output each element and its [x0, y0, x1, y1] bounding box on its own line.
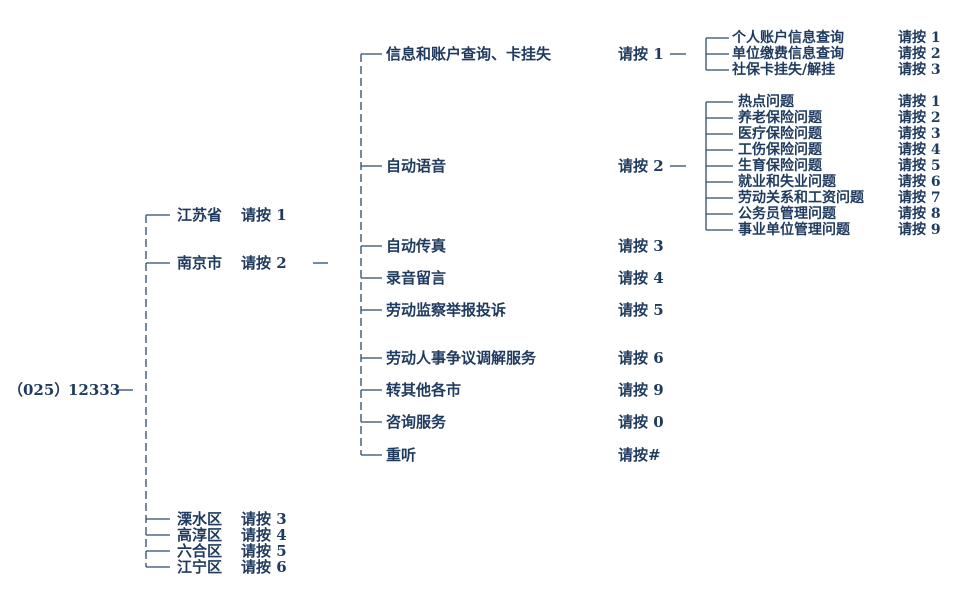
level3-voice-press: 请按 7 — [898, 190, 941, 206]
level2-item-press: 请按 9 — [618, 381, 664, 399]
level3-info-press: 请按 1 — [898, 30, 941, 46]
root-area-code: （025） — [8, 381, 70, 399]
level2-item-name: 转其他各市 — [386, 381, 462, 399]
level3-voice-name: 劳动关系和工资问题 — [738, 190, 864, 206]
level1-item-press: 请按 2 — [241, 254, 287, 272]
level2-item-name: 自动传真 — [386, 237, 447, 255]
level3-voice-press: 请按 1 — [898, 94, 941, 110]
level1-item-press: 请按 6 — [241, 558, 287, 576]
level1-item-name: 高淳区 — [177, 526, 223, 544]
level1-item-press: 请按 1 — [241, 206, 287, 224]
level1-item-name: 六合区 — [177, 542, 223, 560]
level3-info-name: 单位缴费信息查询 — [732, 46, 844, 62]
level2-item-name: 劳动监察举报投诉 — [386, 301, 507, 319]
level3-voice-press: 请按 6 — [898, 174, 941, 190]
level3-voice-press: 请按 4 — [898, 142, 941, 158]
level3-voice-name: 医疗保险问题 — [738, 126, 822, 142]
level2-item-press: 请按 6 — [618, 349, 664, 367]
level2-item-press: 请按 2 — [618, 157, 664, 175]
level2-item-name: 自动语音 — [386, 157, 447, 175]
level3-voice-press: 请按 8 — [898, 206, 941, 222]
level3-voice-press: 请按 5 — [898, 158, 941, 174]
level2-item-name: 重听 — [386, 446, 417, 464]
level1-item-name: 溧水区 — [177, 510, 223, 528]
level3-voice-press: 请按 2 — [898, 110, 941, 126]
level2-item-press: 请按 3 — [618, 237, 664, 255]
level2-item-press: 请按 0 — [618, 413, 664, 431]
level3-voice-name: 养老保险问题 — [738, 110, 822, 126]
level3-voice-press: 请按 9 — [898, 222, 941, 238]
level2-item-name: 信息和账户查询、卡挂失 — [386, 45, 552, 63]
root-number: 12333 — [68, 381, 121, 399]
level1-item-press: 请按 5 — [241, 542, 287, 560]
level3-info-press: 请按 2 — [898, 46, 941, 62]
level2-item-press: 请按 4 — [618, 269, 664, 287]
level3-voice-name: 事业单位管理问题 — [738, 222, 850, 238]
level3-info-press: 请按 3 — [898, 62, 941, 78]
level2-item-press: 请按 5 — [618, 301, 664, 319]
level3-info-name: 社保卡挂失/解挂 — [732, 62, 836, 78]
level1-item-name: 江宁区 — [177, 558, 223, 576]
level3-info-name: 个人账户信息查询 — [732, 30, 844, 46]
level2-item-name: 咨询服务 — [386, 413, 447, 431]
level1-item-press: 请按 3 — [241, 510, 287, 528]
level3-voice-name: 生育保险问题 — [738, 158, 822, 174]
level3-voice-name: 热点问题 — [738, 94, 794, 110]
level2-item-name: 劳动人事争议调解服务 — [386, 349, 537, 367]
level2-item-press: 请按 1 — [618, 45, 664, 63]
level3-voice-name: 公务员管理问题 — [738, 206, 836, 222]
level2-item-name: 录音留言 — [386, 269, 447, 287]
level3-voice-name: 就业和失业问题 — [738, 174, 836, 190]
level2-item-press: 请按# — [618, 446, 661, 464]
level3-voice-name: 工伤保险问题 — [738, 142, 822, 158]
level1-item-press: 请按 4 — [241, 526, 287, 544]
level3-voice-press: 请按 3 — [898, 126, 941, 142]
level1-item-name: 南京市 — [177, 254, 223, 272]
level1-item-name: 江苏省 — [177, 206, 223, 224]
